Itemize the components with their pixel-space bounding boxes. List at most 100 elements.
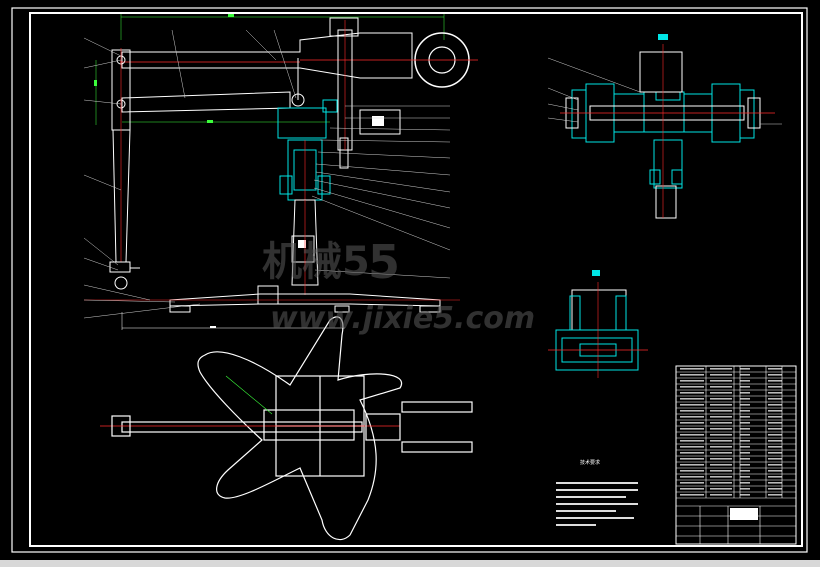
parts-list-cell-text (768, 440, 782, 442)
parts-list-cell-text (768, 476, 782, 478)
top-clamp (329, 17, 359, 37)
motor-box (359, 109, 401, 135)
plan-fork-bottom (401, 441, 473, 453)
parts-list-cell-text (710, 452, 732, 454)
parts-list-cell-text (740, 464, 750, 466)
parts-list-cell-text (680, 494, 704, 496)
watermark-number: 5 (368, 235, 400, 289)
technical-notes: 技术要求 (556, 459, 638, 526)
drawing-border (29, 12, 803, 547)
parts-list-cell-text (768, 494, 782, 496)
parts-list-cell-text (768, 458, 782, 460)
parts-list-cell-text (680, 452, 704, 454)
parts-list-cell-text (710, 476, 732, 478)
parts-list-cell-text (740, 416, 750, 418)
shaft-housing-top (639, 51, 683, 93)
parts-list-cell-text (710, 410, 732, 412)
parts-list-cell-text (710, 368, 732, 370)
watermark-brand: 机械5 (262, 239, 370, 285)
parts-list-cell-text (710, 458, 732, 460)
parts-list-cell-text (768, 470, 782, 472)
title-drawing-name (730, 508, 758, 520)
parts-list-cell-text (768, 374, 782, 376)
parts-list-cell-text (680, 410, 704, 412)
parts-list-cell-text (680, 458, 704, 460)
parts-list-cell-text (710, 440, 732, 442)
parts-list-cell-text (710, 464, 732, 466)
parts-list-cell-text (768, 434, 782, 436)
parts-list-cell-text (740, 446, 750, 448)
balloon-leaders-right (311, 105, 451, 279)
parts-list-cell-text (680, 446, 704, 448)
parts-list-cell-text (710, 398, 732, 400)
parts-list-cell-text (710, 482, 732, 484)
parts-list-cell-text (710, 422, 732, 424)
plan-motor (365, 413, 401, 441)
star-base-outline (197, 316, 403, 541)
parts-list-cell-text (740, 434, 750, 436)
parts-list-cell-text (710, 446, 732, 448)
bottom-scrollbar-strip (0, 560, 820, 567)
plan-fork-top (401, 401, 473, 413)
parts-list-cell-text (710, 404, 732, 406)
parts-list-cell-text (740, 488, 750, 490)
parts-list-cell-text (768, 386, 782, 388)
parts-list-cell-text (680, 404, 704, 406)
parts-list-cell-text (710, 392, 732, 394)
parts-list-cell-text (740, 482, 750, 484)
parts-list-cell-text (768, 446, 782, 448)
title-block (675, 365, 797, 545)
parts-list-cell-text (710, 494, 732, 496)
joint-detail-view (548, 270, 648, 378)
parts-list-cell-text (710, 434, 732, 436)
watermark-url: www.jixie5.com (270, 301, 535, 336)
parts-list-cell-text (768, 398, 782, 400)
shaft-lower-tube (655, 185, 677, 219)
parts-list-cell-text (740, 440, 750, 442)
balloon-leaders-left (83, 29, 297, 319)
parts-list-cell-text (710, 428, 732, 430)
parts-list-cell-text (740, 380, 750, 382)
parts-list-cell-text (740, 392, 750, 394)
parts-list-cell-text (740, 398, 750, 400)
parts-list-cell-text (740, 368, 750, 370)
parts-list-cell-text (680, 392, 704, 394)
parts-list-cell-text (710, 380, 732, 382)
upper-arm (121, 32, 413, 79)
parts-list-cell-text (680, 440, 704, 442)
parts-list-frame (675, 365, 797, 545)
parts-list-cell-text (710, 374, 732, 376)
base-hub (257, 285, 279, 305)
parts-list-cell-text (740, 386, 750, 388)
notes-heading: 技术要求 (580, 459, 600, 466)
parts-list-cell-text (680, 488, 704, 490)
central-column (291, 199, 319, 286)
center-joint-section (279, 139, 331, 201)
parts-list-cell-text (680, 398, 704, 400)
parts-list-cell-text (680, 434, 704, 436)
parts-list-cell-text (768, 422, 782, 424)
parts-list-cell-text (680, 380, 704, 382)
parts-list-cell-text (710, 416, 732, 418)
plan-end-knob (111, 415, 131, 437)
parts-list-cell-text (740, 476, 750, 478)
parts-list-cell-text (740, 494, 750, 496)
parts-list-cell-text (680, 428, 704, 430)
parts-list-cell-text (768, 416, 782, 418)
parts-list-cell-text (740, 374, 750, 376)
parts-list-cell-text (680, 386, 704, 388)
parts-list-cell-text (710, 470, 732, 472)
parts-list-cell-text (768, 464, 782, 466)
parts-list-cell-text (680, 416, 704, 418)
parts-list-cell-text (768, 392, 782, 394)
plan-view (100, 316, 473, 541)
parts-list-cell-text (680, 368, 704, 370)
parts-list-cell-text (710, 488, 732, 490)
parts-list-cell-text (768, 428, 782, 430)
main-elevation-view (83, 14, 478, 330)
parts-list-cell-text (680, 476, 704, 478)
parts-list-cell-text (740, 404, 750, 406)
shaft-section-view (547, 34, 782, 219)
